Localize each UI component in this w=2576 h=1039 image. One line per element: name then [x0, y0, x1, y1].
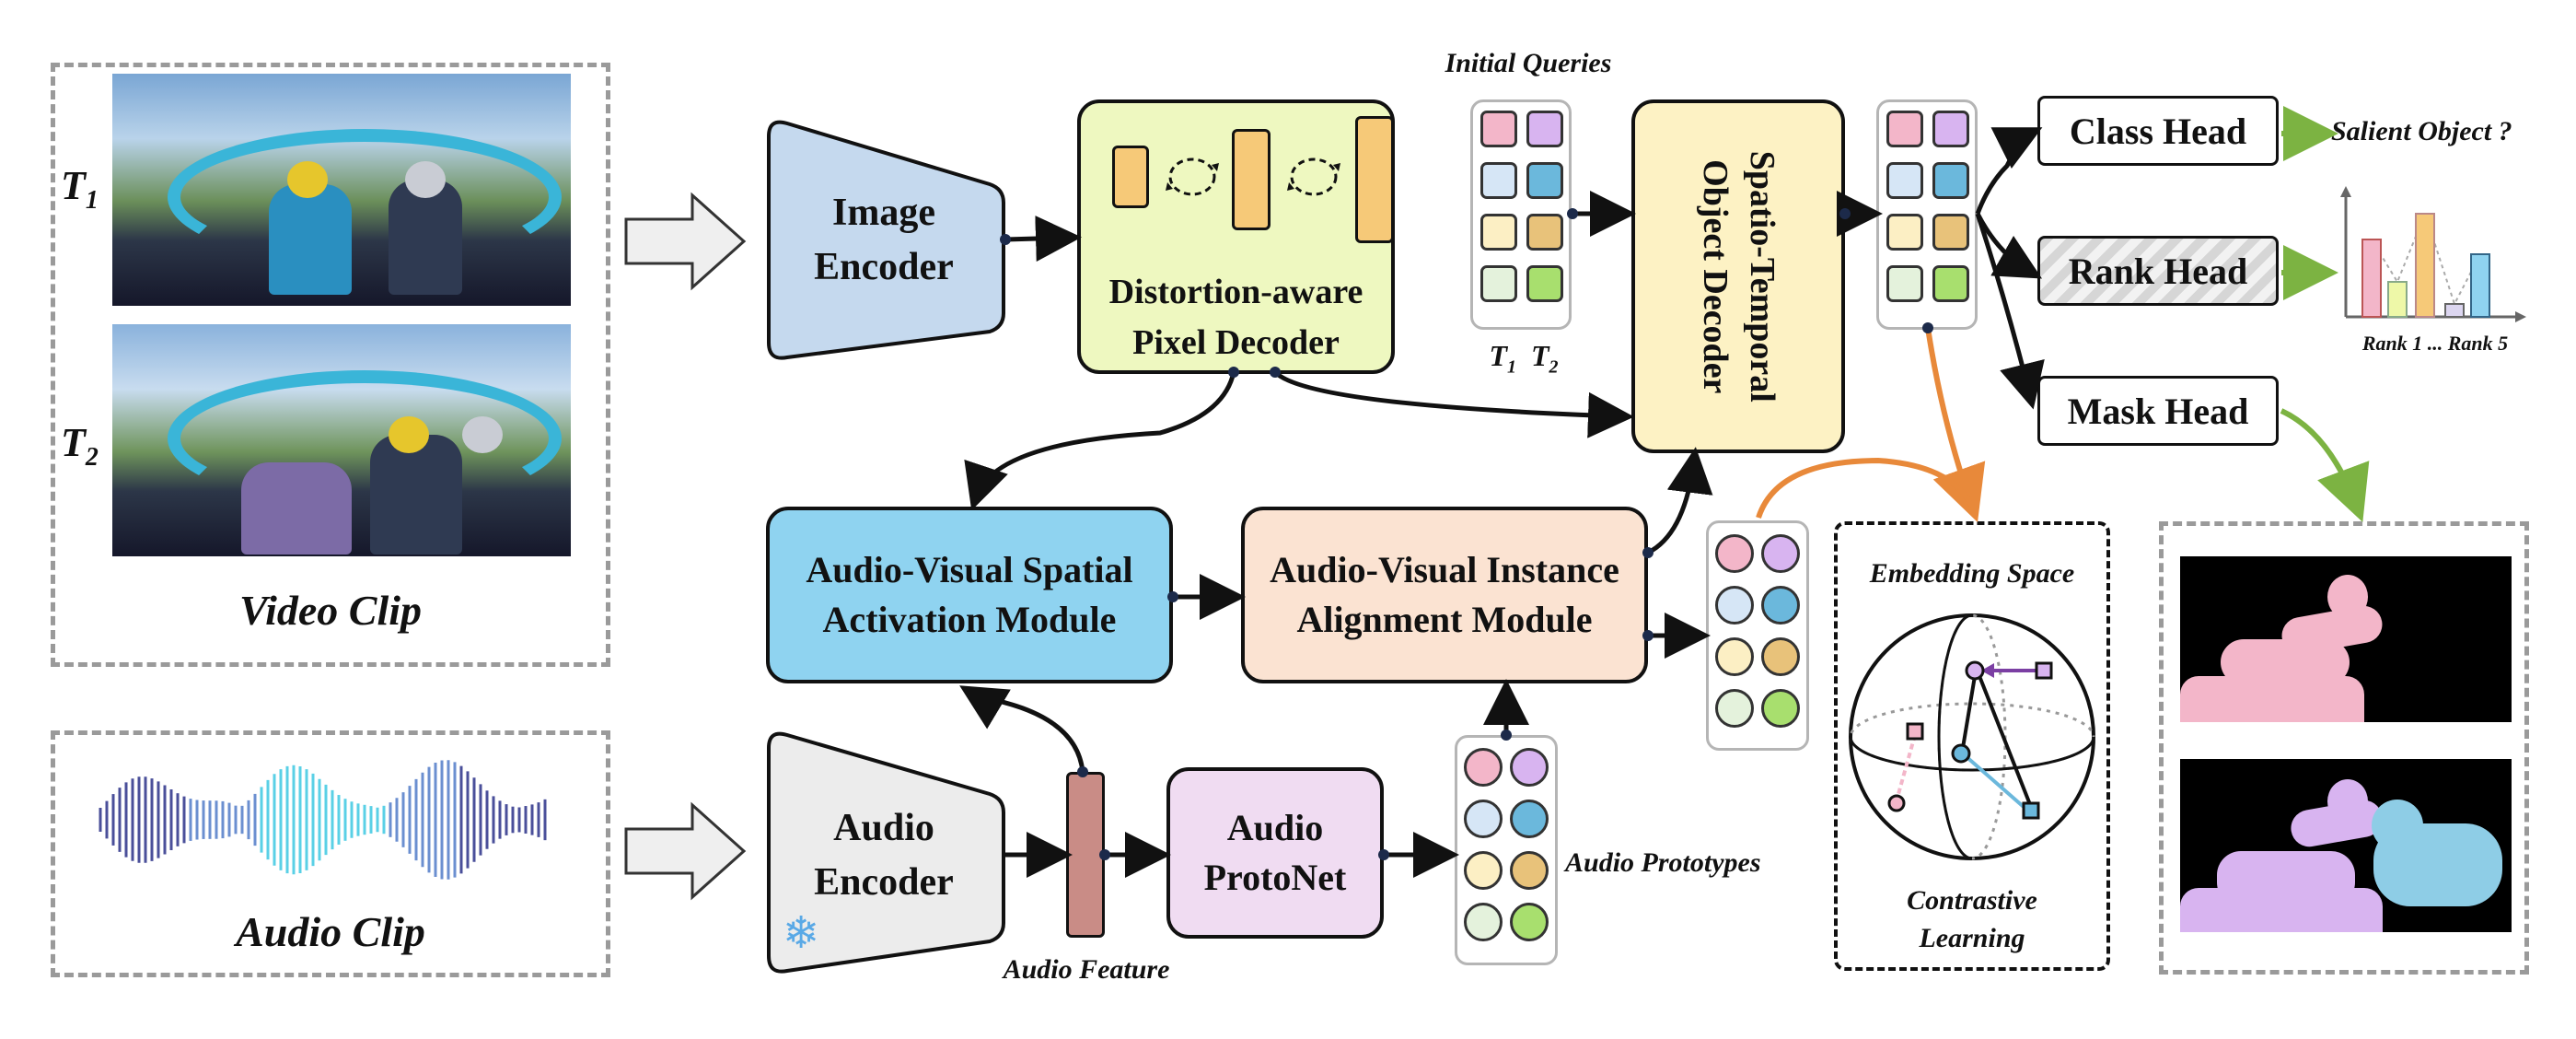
- instance-query: [1715, 534, 1754, 573]
- feature-map-medium: [1232, 129, 1271, 230]
- initial-query: [1480, 111, 1517, 147]
- video-input-arrow: [624, 192, 747, 291]
- audio-clip-label: Audio Clip: [236, 908, 425, 955]
- anchor-point: [1965, 660, 1985, 681]
- instance-query: [1715, 689, 1754, 728]
- class-head: Class Head: [2037, 96, 2279, 166]
- audio-input-arrow: [624, 801, 747, 901]
- audio-point: [2022, 801, 2040, 820]
- instance-query: [1761, 637, 1800, 676]
- image-encoder-shape: [767, 120, 1005, 360]
- audio-encoder-shape: [767, 731, 1005, 974]
- mask-output-1: [2180, 556, 2512, 722]
- mask-output-2: [2180, 759, 2512, 932]
- t2-label: T2: [61, 420, 99, 472]
- decoded-query: [1932, 265, 1969, 302]
- instance-query: [1761, 534, 1800, 573]
- instance-query: [1715, 586, 1754, 625]
- instance-query: [1761, 689, 1800, 728]
- rank-bar-3: [2415, 213, 2435, 318]
- initial-queries-label: Initial Queries: [1445, 48, 1612, 78]
- instance-query: [1761, 586, 1800, 625]
- decoded-query: [1932, 162, 1969, 199]
- decoded-query: [1886, 111, 1923, 147]
- rank-bar-1: [2361, 239, 2382, 318]
- salient-object-label: Salient Object ?: [2331, 116, 2512, 146]
- neg-point-circle: [1887, 794, 1906, 812]
- audio-prototype: [1464, 903, 1503, 941]
- mask-output-panel: [2159, 521, 2529, 975]
- rank-bar-5: [2470, 253, 2490, 318]
- rank-head: Rank Head: [2037, 236, 2279, 306]
- frame-t1: [112, 74, 571, 306]
- audio-prototype: [1464, 748, 1503, 787]
- query-time-labels: T1 T2: [1489, 339, 1559, 378]
- audio-prototype: [1510, 903, 1549, 941]
- initial-query: [1526, 111, 1563, 147]
- audio-prototype: [1464, 800, 1503, 838]
- neg-point-square: [1906, 722, 1924, 741]
- decoded-query: [1932, 111, 1969, 147]
- initial-query: [1526, 265, 1563, 302]
- audio-prototype: [1464, 851, 1503, 890]
- embedding-space-panel: [1834, 521, 2110, 971]
- rank-bar-4: [2444, 303, 2465, 318]
- frame-t2: [112, 324, 571, 556]
- initial-query: [1480, 214, 1517, 251]
- audio-feature-label: Audio Feature: [1003, 954, 1170, 985]
- audio-prototypes-label: Audio Prototypes: [1565, 847, 1761, 878]
- embedding-space-label: Embedding Space: [1869, 558, 2075, 589]
- initial-query: [1480, 265, 1517, 302]
- t1-label: T1: [61, 163, 99, 215]
- video-clip-panel: [51, 63, 610, 667]
- instance-query: [1715, 637, 1754, 676]
- feature-map-large: [1355, 116, 1394, 243]
- decoded-query: [1886, 162, 1923, 199]
- decoded-query: [1932, 214, 1969, 251]
- audio-prototype: [1510, 800, 1549, 838]
- mask-head: Mask Head: [2037, 376, 2279, 446]
- audio-waveform: [99, 760, 547, 880]
- decoded-query: [1886, 214, 1923, 251]
- decoded-query: [1886, 265, 1923, 302]
- audio-clip-panel: [51, 730, 610, 977]
- initial-query: [1480, 162, 1517, 199]
- audio-prototype: [1510, 748, 1549, 787]
- rank-bar-2: [2387, 281, 2408, 318]
- initial-query: [1526, 162, 1563, 199]
- rank-axis-label: Rank 1 ... Rank 5: [2361, 332, 2509, 355]
- feature-map-small: [1112, 146, 1149, 208]
- video-clip-label: Video Clip: [238, 587, 423, 634]
- query-point: [1951, 743, 1971, 764]
- audio-prototype: [1510, 851, 1549, 890]
- snowflake-icon: ❄: [783, 909, 820, 958]
- initial-query: [1526, 214, 1563, 251]
- positive-point: [2035, 661, 2053, 680]
